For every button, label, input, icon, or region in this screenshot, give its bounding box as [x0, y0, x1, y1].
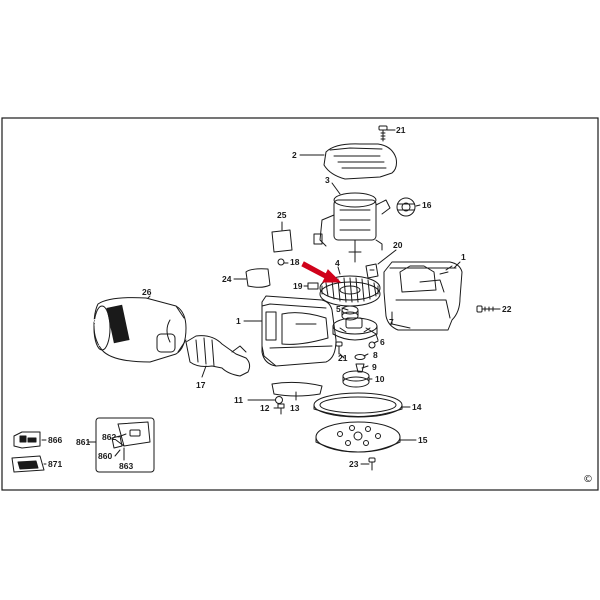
label-18: 18: [290, 257, 300, 267]
label-23: 23: [349, 459, 359, 469]
label-1-right: 1: [461, 252, 466, 262]
label-12: 12: [260, 403, 270, 413]
part-12-screw: [277, 403, 285, 415]
label-21-top: 21: [396, 125, 406, 135]
label-861: 861: [76, 437, 91, 447]
label-7: 7: [389, 317, 394, 327]
label-14: 14: [412, 402, 422, 412]
part-23-screw: [368, 457, 376, 471]
label-2: 2: [292, 150, 297, 160]
label-6: 6: [380, 337, 385, 347]
part-7-pin: [368, 341, 376, 349]
label-22: 22: [502, 304, 512, 314]
label-24: 24: [222, 274, 232, 284]
label-17: 17: [196, 380, 206, 390]
part-22-screw: [476, 305, 498, 313]
label-13: 13: [290, 403, 300, 413]
leader-lines: [41, 129, 501, 465]
part-24-sticker: [245, 268, 271, 288]
label-11: 11: [234, 395, 243, 405]
part-8-washer: [354, 354, 366, 360]
label-16: 16: [422, 200, 432, 210]
label-5: 5: [336, 304, 341, 314]
label-863: 863: [119, 461, 134, 471]
label-9: 9: [372, 362, 377, 372]
part-18-washer: [277, 258, 285, 266]
part-4-fan-ring: [319, 275, 381, 307]
part-861-kit-box: [95, 417, 155, 473]
part-14-brake-ring: [313, 392, 403, 418]
part-19-clip: [307, 282, 319, 290]
part-15-sanding-pad: [315, 421, 401, 453]
part-26-dust-bag: [93, 297, 187, 363]
part-17-adapter: [185, 335, 251, 377]
part-21-screw-top: [378, 125, 388, 142]
label-8: 8: [373, 350, 378, 360]
part-16-fan: [396, 197, 416, 217]
part-1-right-housing: [383, 261, 463, 331]
part-25-label: [271, 229, 293, 253]
part-2-top-cover: [323, 143, 397, 180]
label-871: 871: [48, 459, 63, 469]
part-3-motor: [313, 192, 391, 263]
part-1-left-housing: [261, 295, 337, 367]
label-866: 866: [48, 435, 63, 445]
label-15: 15: [418, 435, 428, 445]
diagram-border: [1, 117, 599, 491]
label-1-left: 1: [236, 316, 241, 326]
label-862: 862: [102, 432, 117, 442]
part-13-seal: [271, 381, 323, 397]
label-19: 19: [293, 281, 303, 291]
label-20: 20: [393, 240, 403, 250]
label-21-mid: 21: [338, 353, 348, 363]
label-3: 3: [325, 175, 330, 185]
part-866-battery: [13, 431, 41, 449]
label-25: 25: [277, 210, 287, 220]
part-11-bushing: [275, 396, 283, 404]
part-10-puck: [342, 370, 370, 388]
highlight-arrow-icon: [301, 261, 342, 283]
label-10: 10: [375, 374, 385, 384]
label-4: 4: [335, 258, 340, 268]
dewalt-logo: [106, 304, 130, 344]
part-5-hub: [341, 305, 359, 321]
label-860: 860: [98, 451, 113, 461]
copyright-mark: ©: [583, 474, 593, 485]
part-871-charger: [11, 455, 45, 473]
part-20-switch: [365, 263, 379, 279]
part-21-screw-mid: [335, 341, 343, 355]
label-26: 26: [142, 287, 152, 297]
part-6-counterweight: [332, 317, 378, 341]
